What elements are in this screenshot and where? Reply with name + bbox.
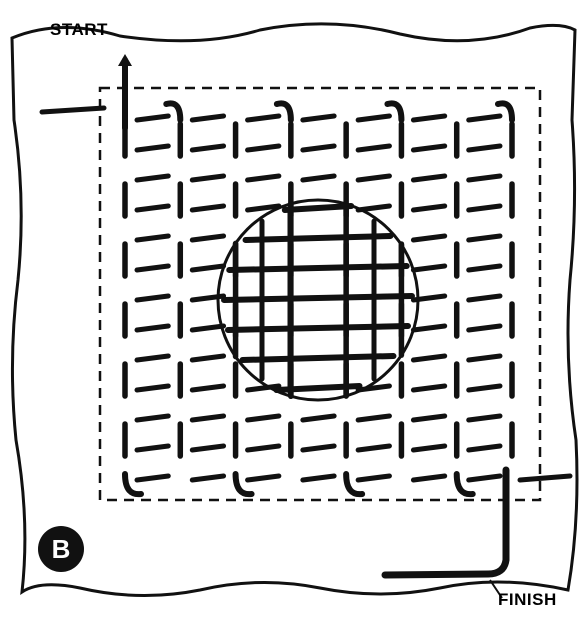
start-label: START <box>50 20 108 40</box>
horizontal-stitches <box>42 108 570 480</box>
horizontal-stitch <box>413 146 444 150</box>
horizontal-stitch <box>413 476 444 480</box>
horizontal-stitch <box>413 266 444 270</box>
entry-stitch <box>42 108 104 112</box>
horizontal-stitch <box>413 326 444 330</box>
horizontal-stitch <box>469 446 500 450</box>
hole-horizontal-thread <box>224 296 412 300</box>
horizontal-stitch <box>413 176 444 180</box>
horizontal-stitch <box>137 446 168 450</box>
horizontal-stitch <box>248 116 279 120</box>
hole-horizontal-thread <box>277 386 360 390</box>
horizontal-stitch <box>469 176 500 180</box>
horizontal-stitch <box>192 476 223 480</box>
horizontal-stitch <box>469 326 500 330</box>
horizontal-stitch <box>137 206 168 210</box>
horizontal-stitch <box>192 326 223 330</box>
horizontal-stitch <box>413 116 444 120</box>
horizontal-stitch <box>303 446 334 450</box>
horizontal-stitch <box>192 356 223 360</box>
horizontal-stitch <box>358 116 389 120</box>
horizontal-stitch <box>413 236 444 240</box>
horizontal-stitch <box>413 206 444 210</box>
hole-horizontal-thread <box>228 326 408 330</box>
horizontal-stitch <box>469 206 500 210</box>
hole-horizontal-thread <box>243 356 394 360</box>
horizontal-stitch <box>469 266 500 270</box>
horizontal-stitch <box>137 356 168 360</box>
turn-curl <box>236 474 252 494</box>
horizontal-stitch <box>413 356 444 360</box>
horizontal-stitch <box>469 236 500 240</box>
hole-horizontal-thread <box>285 206 351 210</box>
horizontal-stitch <box>248 446 279 450</box>
horizontal-stitch <box>413 386 444 390</box>
horizontal-stitch <box>137 476 168 480</box>
horizontal-stitch <box>358 206 389 210</box>
horizontal-stitch <box>192 266 223 270</box>
horizontal-stitch <box>192 446 223 450</box>
start-arrow-icon <box>118 54 132 66</box>
finish-label: FINISH <box>498 590 557 610</box>
horizontal-stitch <box>192 236 223 240</box>
horizontal-stitch <box>137 326 168 330</box>
horizontal-stitch <box>137 266 168 270</box>
hole-horizontal-thread <box>229 266 406 270</box>
horizontal-stitch <box>137 296 168 300</box>
turn-curl <box>346 474 362 494</box>
turn-curl <box>457 474 473 494</box>
horizontal-stitch <box>469 476 500 480</box>
horizontal-stitch <box>469 146 500 150</box>
horizontal-stitch <box>248 476 279 480</box>
horizontal-stitch <box>137 176 168 180</box>
horizontal-stitch <box>358 386 389 390</box>
horizontal-stitch <box>192 416 223 420</box>
horizontal-stitch <box>192 176 223 180</box>
horizontal-stitch <box>469 296 500 300</box>
horizontal-stitch <box>469 356 500 360</box>
horizontal-stitch <box>358 176 389 180</box>
horizontal-stitch <box>303 146 334 150</box>
horizontal-stitch <box>358 146 389 150</box>
horizontal-stitch <box>137 416 168 420</box>
horizontal-stitch <box>137 146 168 150</box>
exit-stitch <box>520 476 570 480</box>
horizontal-stitch <box>413 416 444 420</box>
horizontal-stitch <box>469 386 500 390</box>
horizontal-stitch <box>248 416 279 420</box>
turn-curl <box>125 474 141 494</box>
finish-thread <box>385 470 506 575</box>
horizontal-stitch <box>358 446 389 450</box>
horizontal-stitch <box>303 416 334 420</box>
horizontal-stitch <box>248 146 279 150</box>
horizontal-stitch <box>248 176 279 180</box>
hole-horizontal-thread <box>246 236 391 240</box>
horizontal-stitch <box>137 116 168 120</box>
horizontal-stitch <box>192 146 223 150</box>
horizontal-stitch <box>192 206 223 210</box>
horizontal-stitch <box>303 116 334 120</box>
horizontal-stitch <box>413 446 444 450</box>
step-badge: B <box>38 526 84 572</box>
horizontal-stitch <box>358 476 389 480</box>
horizontal-stitch <box>469 116 500 120</box>
horizontal-stitch <box>303 176 334 180</box>
horizontal-stitch <box>192 116 223 120</box>
horizontal-stitch <box>303 476 334 480</box>
horizontal-stitch <box>358 416 389 420</box>
horizontal-stitch <box>469 416 500 420</box>
horizontal-stitch <box>137 386 168 390</box>
horizontal-stitch <box>137 236 168 240</box>
horizontal-stitch <box>192 386 223 390</box>
